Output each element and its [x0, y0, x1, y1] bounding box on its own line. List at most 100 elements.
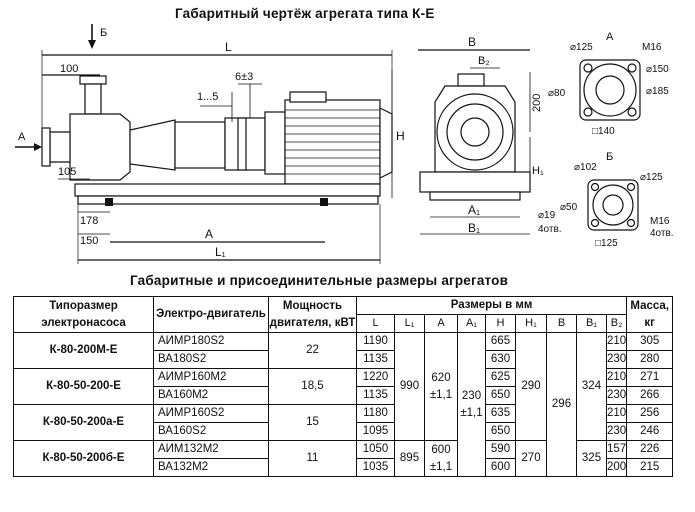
cell-A: 620 ±1,1: [424, 332, 458, 441]
dim-100: 100: [60, 63, 78, 75]
subheader-L: L: [356, 314, 395, 333]
cell-H: 600: [485, 458, 516, 477]
side-view: L 100 Б A 1...5 6±3: [15, 24, 405, 264]
cell-mass: 215: [626, 458, 674, 477]
flange-b-d125: ⌀125: [640, 172, 663, 183]
dim-200: 200: [531, 94, 543, 112]
cell-B1: 324: [576, 332, 607, 441]
subheader-H1: H₁: [515, 314, 547, 333]
flange-a-label: A: [606, 31, 614, 43]
flange-b-d50: ⌀50: [560, 202, 578, 213]
drawing-title: Габаритный чертёж агрегата типа К-Е: [175, 6, 435, 21]
cell-mass: 266: [626, 386, 674, 405]
dim-B1: B₁: [468, 221, 480, 235]
cell-mass: 246: [626, 422, 674, 441]
flange-a-d80: ⌀80: [548, 88, 566, 99]
cell-H: 590: [485, 440, 516, 459]
cell-A1: 230 ±1,1: [457, 332, 486, 477]
cell-H: 650: [485, 386, 516, 405]
flange-a-sq140: □140: [592, 126, 615, 137]
cell-B2: 210: [605, 368, 628, 387]
subheader-H: H: [485, 314, 516, 333]
cell-pump: К-80-200М-Е: [13, 332, 154, 369]
cell-L1: 990: [394, 332, 425, 441]
header-power: Мощность двигателя, кВТ: [268, 296, 357, 333]
cell-motor: АИМР160М2: [153, 368, 269, 387]
flange-b-label: Б: [606, 151, 613, 163]
cell-B2: 157: [605, 440, 628, 459]
cell-H1: 290: [515, 332, 547, 441]
header-pump: Типоразмер электронасоса: [13, 296, 154, 333]
cell-L: 1050: [356, 440, 395, 459]
cell-B2: 210: [605, 332, 628, 351]
arrow-a-label: A: [18, 131, 26, 143]
subheader-L1: L₁: [394, 314, 425, 333]
cell-motor: АИМ132М2: [153, 440, 269, 459]
cell-L: 1095: [356, 422, 395, 441]
cell-power: 22: [268, 332, 357, 369]
dim-178: 178: [80, 215, 98, 227]
cell-motor: ВА132М2: [153, 458, 269, 477]
table-row: К-80-50-200б-Е АИМ132М2 11 1050 895 600 …: [13, 440, 674, 477]
cell-L: 1180: [356, 404, 395, 423]
cell-B2: 210: [605, 404, 628, 423]
flange-a-d125: ⌀125: [570, 42, 593, 53]
cell-H1: 270: [515, 440, 547, 477]
flange-a-d185: ⌀185: [646, 86, 669, 97]
cell-L: 1135: [356, 350, 395, 369]
flange-a-m16: M16: [642, 42, 662, 53]
dim-L: L: [225, 40, 232, 54]
subheader-B2: B₂: [605, 314, 628, 333]
flange-b-sq125: □125: [595, 238, 618, 249]
cell-motor: АИМР180S2: [153, 332, 269, 351]
cell-mass: 256: [626, 404, 674, 423]
cell-motor: ВА180S2: [153, 350, 269, 369]
dim-6-3: 6±3: [235, 71, 253, 83]
front-view: B B₂ 200 H₁ A₁ B₁ ⌀19 4отв.: [418, 35, 562, 235]
subheader-B: B: [546, 314, 577, 333]
header-dims: Размеры в мм: [355, 296, 628, 315]
cell-power: 18,5: [268, 368, 357, 405]
subheader-A1: A₁: [457, 314, 486, 333]
cell-L: 1135: [356, 386, 395, 405]
flange-a-view: A ⌀125 M16 ⌀150 ⌀80 ⌀185 □140: [548, 31, 669, 137]
dim-1-5: 1...5: [197, 91, 218, 103]
cell-pump: К-80-50-200б-Е: [13, 440, 154, 477]
subheader-A: A: [424, 314, 458, 333]
holes-label: 4отв.: [538, 224, 562, 235]
cell-mass: 280: [626, 350, 674, 369]
cell-mass: 271: [626, 368, 674, 387]
arrow-b-label: Б: [100, 27, 107, 39]
cell-motor: АИМР160S2: [153, 404, 269, 423]
cell-motor: ВА160S2: [153, 422, 269, 441]
cell-A: 600 ±1,1: [424, 440, 458, 477]
dim-H: H: [396, 129, 405, 143]
cell-motor: ВА160М2: [153, 386, 269, 405]
flange-b-view: Б ⌀102 ⌀125 ⌀50 M16 4отв. □125: [560, 151, 674, 249]
dim-B2: B₂: [478, 55, 490, 67]
subheader-B1: B₁: [576, 314, 607, 333]
flange-b-holes: 4отв.: [650, 228, 674, 239]
table-row: К-80-200М-Е АИМР180S2 22 1190 990 620 ±1…: [13, 332, 674, 477]
cell-pump: К-80-50-200а-Е: [13, 404, 154, 441]
cell-H: 665: [485, 332, 516, 351]
cell-L: 1035: [356, 458, 395, 477]
dim-B: B: [468, 35, 476, 49]
flange-b-m16: M16: [650, 216, 670, 227]
cell-mass: 226: [626, 440, 674, 459]
cell-B2: 230: [605, 422, 628, 441]
technical-drawing: L 100 Б A 1...5 6±3: [15, 24, 674, 264]
dim-A1: A₁: [468, 203, 480, 217]
dimensions-table: Типоразмер электронасоса Электро-двигате…: [13, 296, 674, 477]
cell-B2: 230: [605, 386, 628, 405]
cell-B: 296: [546, 332, 577, 477]
dim-150: 150: [80, 235, 98, 247]
header-motor: Электро-двигатель: [153, 296, 269, 333]
table-row: ВА132М2 1035 600 200 215: [14, 458, 674, 477]
flange-b-d102: ⌀102: [574, 162, 597, 173]
cell-B2: 230: [605, 350, 628, 369]
cell-B1: 325: [576, 440, 607, 477]
cell-H: 630: [485, 350, 516, 369]
dim-H1: H₁: [532, 165, 544, 177]
cell-L: 1190: [356, 332, 395, 351]
